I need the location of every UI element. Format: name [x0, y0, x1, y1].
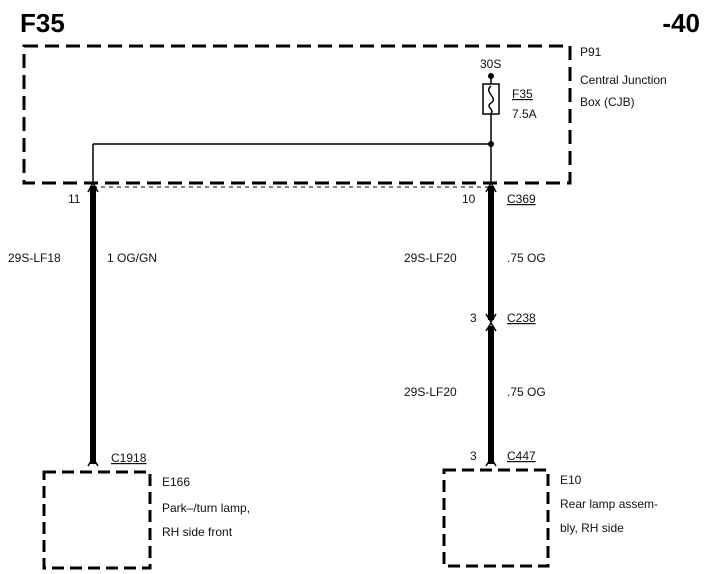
mid-connector-chevron-lower — [485, 321, 497, 332]
left-component-desc-line1: Park–/turn lamp, — [162, 501, 250, 515]
left-pin-top: 11 — [68, 192, 81, 206]
right-wire-label-1: .75 OG — [507, 251, 546, 265]
left-connector-chevron-bottom — [87, 456, 99, 467]
right-component-desc-line1: Rear lamp assem- — [560, 497, 658, 511]
right-circuit-label-2: 29S-LF20 — [404, 385, 457, 399]
right-connector-bottom: C447 — [507, 449, 536, 463]
left-connector-chevron-top — [87, 181, 99, 193]
left-component-outline — [42, 470, 152, 570]
cjb-box-outline — [22, 44, 572, 185]
diagram-code-left: F35 — [20, 8, 65, 38]
diagram-code-right: -40 — [662, 8, 700, 38]
fuse-icon — [482, 83, 500, 115]
cjb-ref: P91 — [580, 45, 602, 59]
right-pin-bottom: 3 — [470, 449, 477, 463]
fuse-rating: 7.5A — [512, 107, 537, 121]
left-connector-label: C1918 — [111, 451, 147, 465]
right-connector-chevron-bottom — [485, 456, 497, 467]
feed-label: 30S — [480, 57, 501, 71]
right-connector-chevron-top — [485, 181, 497, 193]
right-connector-top: C369 — [507, 192, 536, 206]
cjb-name-line2: Box (CJB) — [580, 95, 635, 109]
right-wire-label-2: .75 OG — [507, 385, 546, 399]
right-pin-mid: 3 — [470, 311, 477, 325]
left-wire-label: 1 OG/GN — [107, 251, 157, 265]
right-component-outline — [442, 468, 550, 568]
left-circuit-label: 29S-LF18 — [8, 251, 61, 265]
left-component-ref: E166 — [162, 475, 190, 489]
left-component-desc-line2: RH side front — [162, 525, 233, 539]
right-pin-top: 10 — [462, 192, 476, 206]
right-component-desc-line2: bly, RH side — [560, 521, 624, 535]
right-circuit-label-1: 29S-LF20 — [404, 251, 457, 265]
fuse-id: F35 — [512, 87, 533, 101]
cjb-name-line1: Central Junction — [580, 73, 667, 87]
right-connector-mid: C238 — [507, 311, 536, 325]
right-component-ref: E10 — [560, 473, 582, 487]
